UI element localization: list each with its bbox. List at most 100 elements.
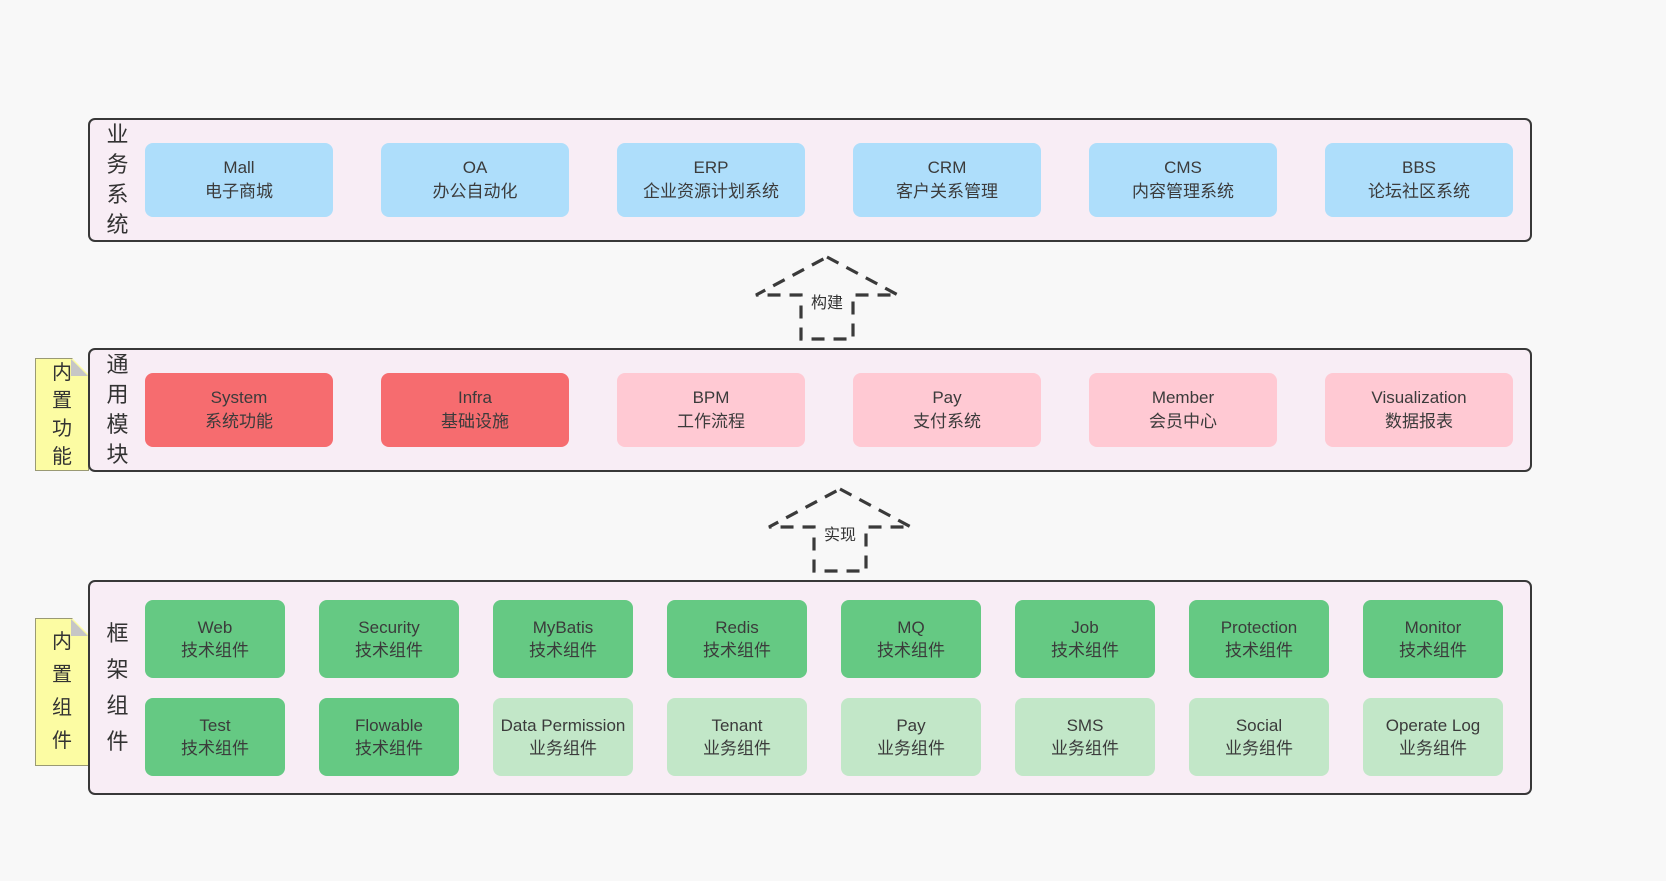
box-erp: ERP 企业资源计划系统 [617,143,805,217]
arrow-label: 实现 [818,520,862,546]
box-subtitle: 工作流程 [677,412,745,431]
box-pay-component: Pay 业务组件 [841,697,981,776]
layer-business-systems: 业 务 系 统 Mall 电子商城 OA 办公自动化 ERP 企业资源计划系统 … [88,118,1532,242]
box-subtitle: 技术组件 [355,640,423,660]
note-label: 内 置 功 能 [52,361,72,468]
box-title: Job [1071,617,1099,637]
box-crm: CRM 客户关系管理 [853,143,1041,217]
box-bbs: BBS 论坛社区系统 [1325,143,1513,217]
layer-framework-components: 框 架 组 件 Web 技术组件 Security 技术组件 MyBatis 技… [88,580,1532,795]
box-subtitle: 技术组件 [181,640,249,660]
box-subtitle: 业务组件 [1399,738,1467,758]
box-title: BPM [692,388,730,407]
box-subtitle: 内容管理系统 [1132,182,1234,201]
box-mq: MQ 技术组件 [841,599,981,678]
arrow-implement: 实现 [765,486,915,574]
box-title: Protection [1220,617,1298,637]
box-sms: SMS 业务组件 [1015,697,1155,776]
box-flowable: Flowable 技术组件 [319,697,459,776]
box-cms: CMS 内容管理系统 [1089,143,1277,217]
box-operate-log: Operate Log 业务组件 [1363,697,1503,776]
box-subtitle: 技术组件 [703,640,771,660]
box-title: CMS [1164,158,1202,177]
note-label: 内 置 组 件 [52,631,72,752]
box-row: Web 技术组件 Security 技术组件 MyBatis 技术组件 Redi… [145,599,1503,678]
box-subtitle: 办公自动化 [432,182,518,201]
layer-title: 业 务 系 统 [106,122,129,237]
box-title: Tenant [711,715,763,735]
box-title: Data Permission [500,715,626,735]
dashed-up-arrow-icon [768,487,912,573]
box-data-permission: Data Permission 业务组件 [493,697,633,776]
box-rows: Web 技术组件 Security 技术组件 MyBatis 技术组件 Redi… [145,582,1530,793]
box-subtitle: 技术组件 [877,640,945,660]
box-mall: Mall 电子商城 [145,143,333,217]
folded-corner-icon [71,359,88,376]
box-protection: Protection 技术组件 [1189,599,1329,678]
box-title: MyBatis [532,617,594,637]
box-title: Flowable [354,715,424,735]
box-title: OA [462,158,488,177]
box-subtitle: 技术组件 [1399,640,1467,660]
layer-common-modules: 通 用 模 块 System 系统功能 Infra 基础设施 BPM 工作流程 … [88,348,1532,472]
box-title: MQ [897,617,925,637]
box-title: Redis [715,617,759,637]
box-tenant: Tenant 业务组件 [667,697,807,776]
arrow-build: 构建 [752,254,902,342]
box-subtitle: 客户关系管理 [896,182,998,201]
box-title: Web [197,617,233,637]
box-title: Pay [896,715,926,735]
box-oa: OA 办公自动化 [381,143,569,217]
layer-title: 通 用 模 块 [106,352,129,467]
box-title: Social [1235,715,1283,735]
box-title: Operate Log [1385,715,1481,735]
box-security: Security 技术组件 [319,599,459,678]
box-subtitle: 业务组件 [703,738,771,758]
box-title: Mall [223,158,255,177]
box-title: Monitor [1404,617,1462,637]
box-title: Security [358,617,420,637]
box-subtitle: 论坛社区系统 [1368,182,1470,201]
box-row: System 系统功能 Infra 基础设施 BPM 工作流程 Pay 支付系统… [145,350,1530,470]
box-mybatis: MyBatis 技术组件 [493,599,633,678]
box-subtitle: 业务组件 [529,738,597,758]
box-subtitle: 业务组件 [1051,738,1119,758]
box-title: Visualization [1371,388,1467,407]
box-job: Job 技术组件 [1015,599,1155,678]
box-row: Mall 电子商城 OA 办公自动化 ERP 企业资源计划系统 CRM 客户关系… [145,120,1530,240]
box-subtitle: 电子商城 [205,182,273,201]
box-pay-module: Pay 支付系统 [853,373,1041,447]
box-infra: Infra 基础设施 [381,373,569,447]
box-row: Test 技术组件 Flowable 技术组件 Data Permission … [145,697,1503,776]
box-monitor: Monitor 技术组件 [1363,599,1503,678]
folded-corner-icon [71,619,88,636]
box-subtitle: 会员中心 [1149,412,1217,431]
box-title: SMS [1066,715,1104,735]
box-visualization: Visualization 数据报表 [1325,373,1513,447]
box-social: Social 业务组件 [1189,697,1329,776]
box-bpm: BPM 工作流程 [617,373,805,447]
box-title: BBS [1401,158,1437,177]
box-title: ERP [693,158,729,177]
box-title: Infra [457,388,493,407]
box-subtitle: 企业资源计划系统 [643,182,779,201]
box-subtitle: 数据报表 [1385,412,1453,431]
box-subtitle: 技术组件 [1051,640,1119,660]
box-subtitle: 技术组件 [355,738,423,758]
box-subtitle: 技术组件 [1225,640,1293,660]
box-subtitle: 业务组件 [877,738,945,758]
box-subtitle: 支付系统 [913,412,981,431]
box-title: Test [199,715,231,735]
dashed-up-arrow-icon [755,255,899,341]
sticky-note-built-in-components: 内 置 组 件 [35,618,89,766]
box-member: Member 会员中心 [1089,373,1277,447]
box-title: Member [1151,388,1215,407]
box-subtitle: 技术组件 [529,640,597,660]
sticky-note-built-in-features: 内 置 功 能 [35,358,89,471]
layer-title: 框 架 组 件 [106,620,129,754]
box-test: Test 技术组件 [145,697,285,776]
box-title: CRM [927,158,967,177]
box-system: System 系统功能 [145,373,333,447]
box-web: Web 技术组件 [145,599,285,678]
